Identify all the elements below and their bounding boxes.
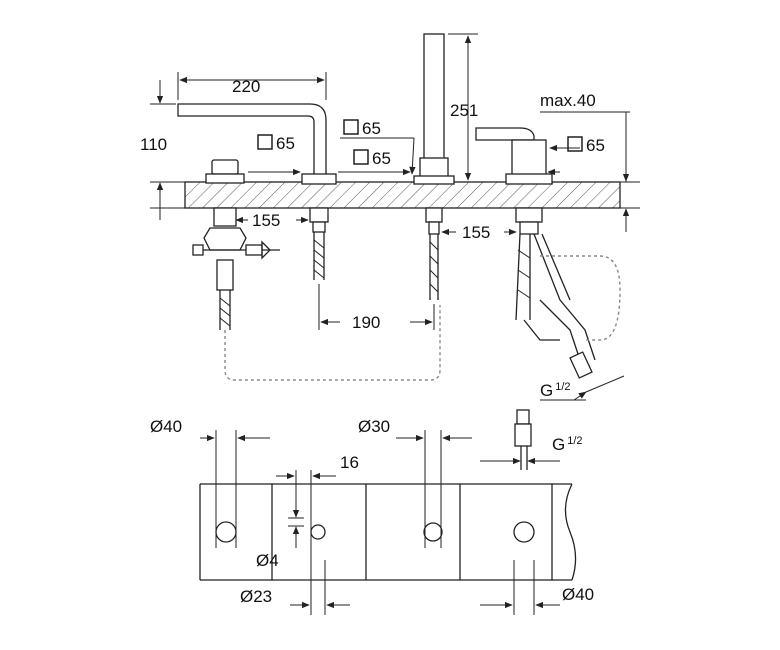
- sq65-spout: 65: [248, 134, 301, 176]
- mixer-hose: [540, 255, 621, 341]
- sq65-valve-lower: 65: [338, 149, 411, 176]
- svg-text:G1/2: G1/2: [540, 381, 571, 400]
- mixer: [475, 127, 596, 379]
- deck-slab: [199, 483, 572, 581]
- elevation-view: 220 110 65 65 65 251 max.40: [140, 33, 640, 401]
- label-d40-left: Ø40: [150, 417, 182, 436]
- label-d23: Ø23: [240, 587, 272, 606]
- deck-section: [184, 181, 621, 209]
- svg-text:65: 65: [372, 149, 391, 168]
- dim-220: 220: [232, 77, 260, 96]
- hole-40-right: [513, 521, 535, 543]
- spout: [177, 103, 337, 280]
- spout-hose: [224, 305, 441, 381]
- hole-23: [310, 524, 326, 540]
- dim-190: 190: [352, 313, 380, 332]
- hand-shower: [413, 33, 455, 300]
- svg-text:G1/2: G1/2: [552, 435, 583, 454]
- dim-max40: max.40: [540, 91, 596, 110]
- label-d30: Ø30: [358, 417, 390, 436]
- dim-155-right: 155: [462, 223, 490, 242]
- svg-text:65: 65: [362, 119, 381, 138]
- dim-155-left: 155: [252, 211, 280, 230]
- sq65-mixer: 65: [547, 136, 605, 176]
- label-16: 16: [340, 453, 359, 472]
- diverter-valve: [192, 159, 280, 330]
- hole-30: [423, 522, 443, 542]
- label-d4: Ø4: [256, 551, 279, 570]
- label-d40-right: Ø40: [562, 585, 594, 604]
- svg-text:65: 65: [586, 136, 605, 155]
- dim-251: 251: [450, 101, 478, 120]
- hole-40-left: [215, 521, 237, 543]
- svg-text:65: 65: [276, 134, 295, 153]
- sq65-valve-upper: 65: [340, 119, 416, 175]
- dim-110: 110: [140, 135, 167, 154]
